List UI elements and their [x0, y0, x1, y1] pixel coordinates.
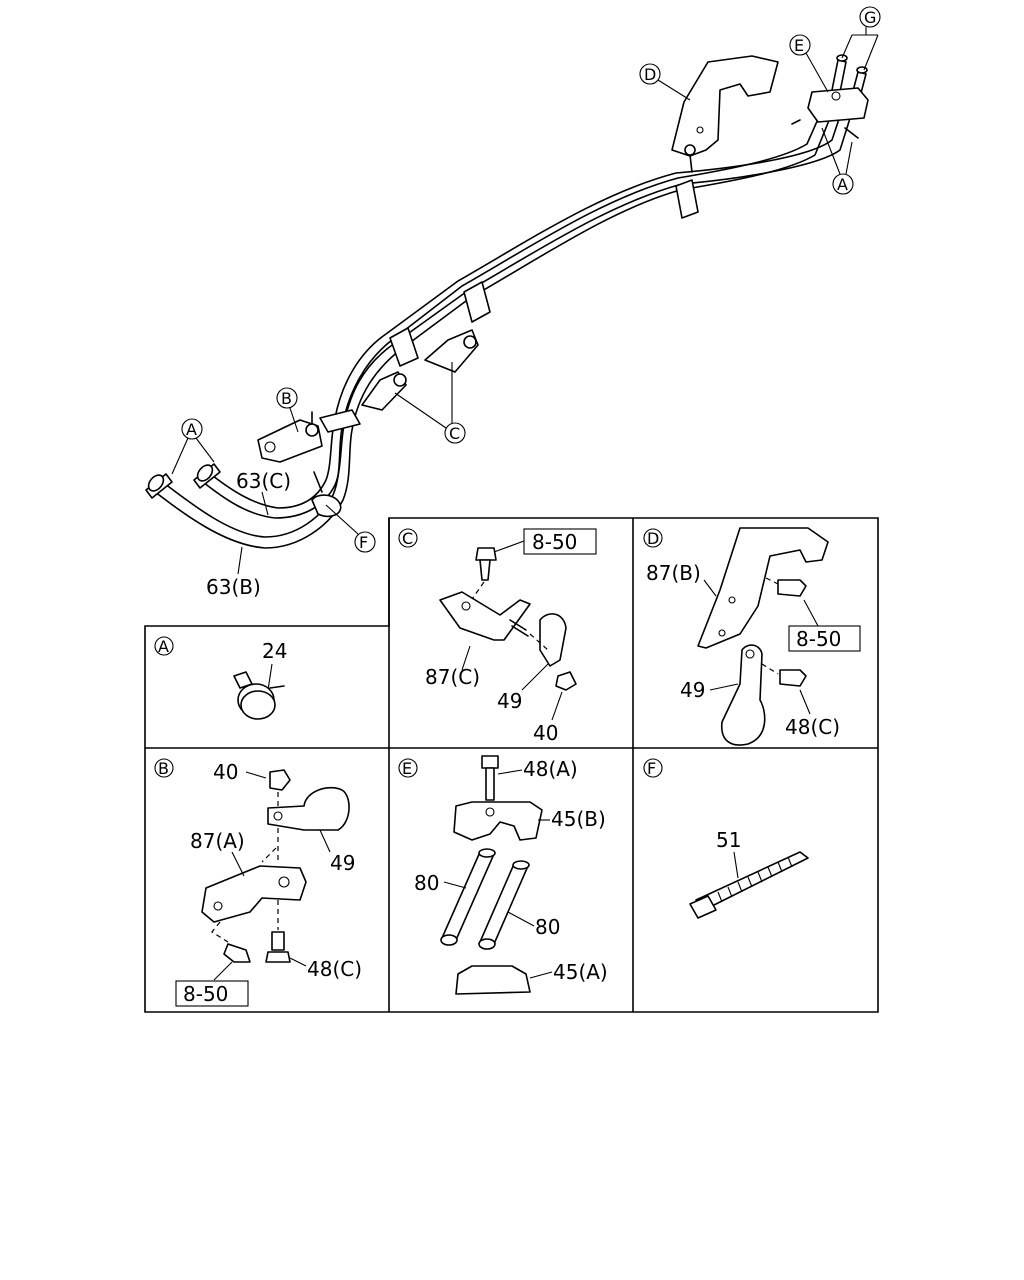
label-40-c: 40: [533, 721, 558, 745]
detail-panel-frames: [144, 517, 879, 1013]
label-48a: 48(A): [523, 757, 578, 781]
panel-b-letter: B: [158, 759, 169, 778]
callout-f-letter: F: [359, 533, 368, 552]
panel-d: D 87(B) 8-50 49 48(C): [643, 527, 861, 746]
panel-f-letter: F: [647, 759, 656, 778]
callout-g-letter: G: [864, 8, 876, 27]
label-63b: 63(B): [206, 575, 261, 599]
callout-d: [639, 63, 661, 85]
label-87a: 87(A): [190, 829, 245, 853]
bracket-87a: [201, 865, 307, 923]
panel-e: E 48(A) 45(B) 80 80 45(A): [398, 755, 608, 995]
main-callouts: G E D A B C A F 63(C) 63(B): [171, 6, 881, 599]
bolt-48a: [481, 755, 499, 769]
panel-e-letter: E: [402, 759, 412, 778]
bracket-87b: [697, 527, 829, 649]
panel-c-letter: C: [402, 529, 413, 548]
callout-a-left: [181, 418, 203, 440]
callout-e-letter: E: [794, 36, 804, 55]
clip-45a: [455, 965, 531, 995]
callout-d-letter: D: [644, 65, 656, 84]
callout-a-right-letter: A: [837, 175, 848, 194]
label-49-d: 49: [680, 678, 705, 702]
ref-8-50-d: 8-50: [796, 627, 841, 651]
label-49-b: 49: [330, 851, 355, 875]
label-24: 24: [262, 639, 287, 663]
clamp-49-d: [721, 644, 766, 746]
ref-8-50-b: 8-50: [183, 982, 228, 1006]
panel-b: B 40 49 87(A) 8-50 48(C): [154, 758, 362, 1007]
pipe-80-right: [479, 863, 529, 945]
cable-tie-51: [695, 851, 809, 911]
label-87b: 87(B): [646, 561, 701, 585]
callout-b-letter: B: [281, 389, 292, 408]
callout-e: [789, 34, 811, 56]
label-45b: 45(B): [551, 807, 606, 831]
callout-c-letter: C: [449, 424, 460, 443]
label-63c: 63(C): [236, 469, 291, 493]
label-87c: 87(C): [425, 665, 480, 689]
ref-box-8-50-d: [788, 625, 861, 652]
callout-g: [859, 6, 881, 28]
panel-f: F 51: [643, 758, 809, 919]
label-48c-b: 48(C): [307, 957, 362, 981]
label-45a: 45(A): [553, 960, 608, 984]
callout-a-left-letter: A: [186, 420, 197, 439]
nut-40-b: [269, 769, 291, 791]
bracket-87c: [439, 591, 531, 641]
panel-a: A 24: [154, 636, 287, 720]
hose-assembly: [145, 54, 869, 549]
ref-box-8-50-b: [175, 980, 249, 1007]
label-49-c: 49: [497, 689, 522, 713]
callout-a-right: [832, 173, 854, 195]
label-51: 51: [716, 828, 741, 852]
label-48c-d: 48(C): [785, 715, 840, 739]
label-80-left: 80: [414, 871, 439, 895]
clamp-49-b: [267, 786, 350, 831]
nut-40-c: [555, 671, 577, 691]
clip-45b: [453, 801, 543, 841]
panel-d-letter: D: [647, 529, 659, 548]
callout-b: [276, 387, 298, 409]
clamp-49-c: [539, 613, 567, 667]
label-40-b: 40: [213, 760, 238, 784]
callout-c: [444, 422, 466, 444]
panel-c: C 8-50 87(C) 49 40: [398, 528, 597, 745]
label-80-right: 80: [535, 915, 560, 939]
callout-f: [354, 531, 376, 553]
panel-a-letter: A: [158, 637, 169, 656]
ref-8-50-c: 8-50: [532, 530, 577, 554]
